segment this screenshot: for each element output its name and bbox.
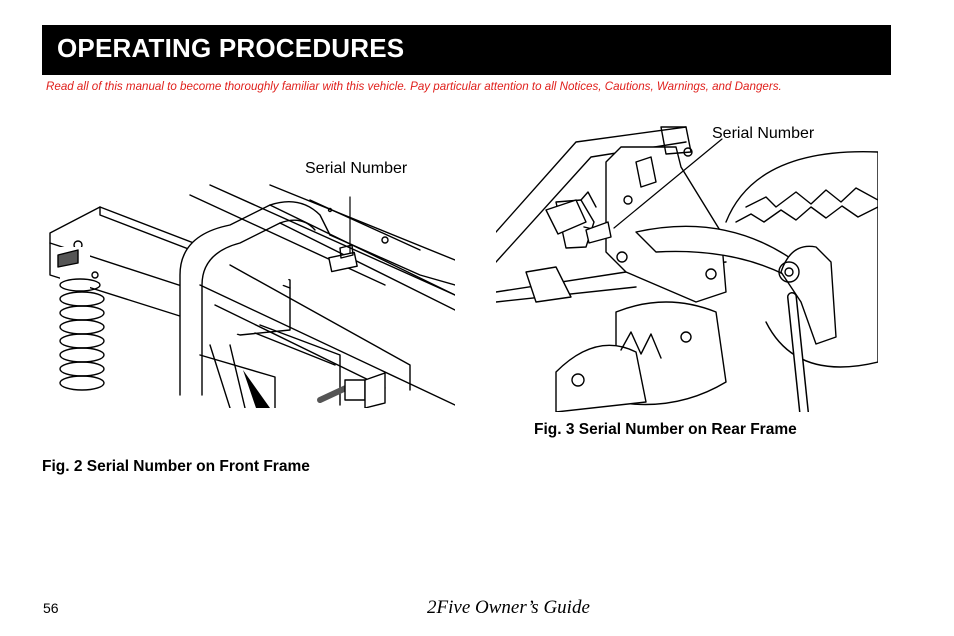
safety-notice: Read all of this manual to become thorou… [46, 80, 782, 93]
bolt-front [317, 372, 386, 408]
section-header: OPERATING PROCEDURES [42, 25, 891, 75]
drive-motor [525, 266, 727, 412]
page-number: 56 [43, 600, 59, 616]
serial-plate [585, 221, 612, 244]
front-frame-illustration [49, 184, 455, 408]
arched-rail [179, 201, 455, 396]
fig3-caption: Fig. 3 Serial Number on Rear Frame [534, 421, 797, 438]
shock-mount [778, 245, 837, 412]
rear-frame-illustration [496, 126, 878, 412]
lower-beams [199, 264, 455, 408]
front-serial-callout: Serial Number [305, 160, 408, 177]
coil-spring [57, 247, 105, 397]
upper-rails [189, 184, 455, 296]
fig2-caption: Fig. 2 Serial Number on Front Frame [42, 458, 310, 475]
serial-plate [328, 251, 358, 273]
serial-leader-line [613, 138, 723, 229]
rear-serial-callout: Serial Number [712, 125, 815, 142]
guide-title: 2Five Owner’s Guide [427, 597, 590, 618]
mounting-bracket [605, 126, 727, 303]
serial-plate-detail [339, 244, 354, 259]
section-title: OPERATING PROCEDURES [57, 33, 405, 63]
bracket-tab [545, 199, 587, 235]
